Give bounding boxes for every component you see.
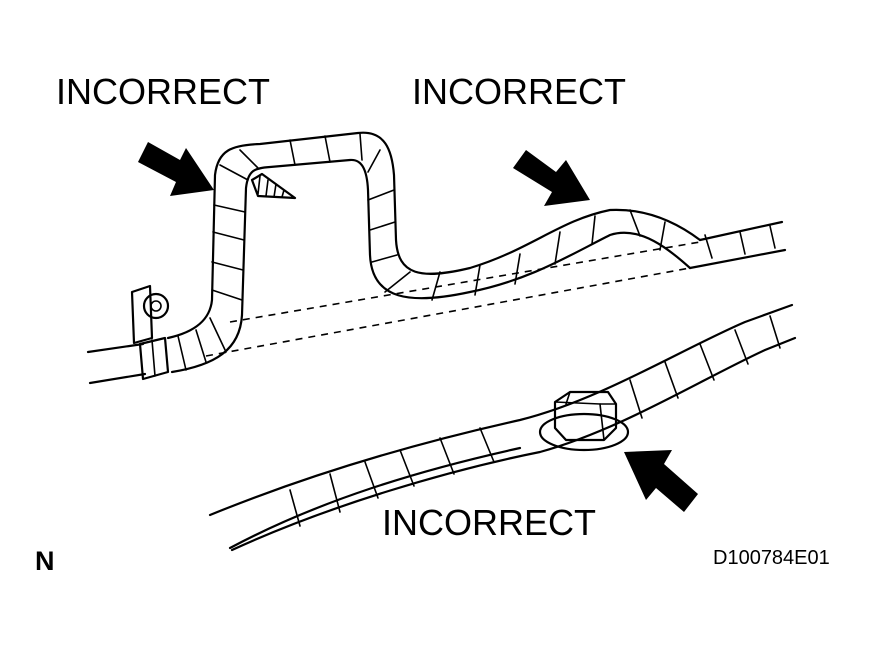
figure-code: D100784E01: [713, 547, 830, 569]
arrow-icon: [624, 450, 698, 512]
incorrect-label-top-left: INCORRECT: [56, 71, 270, 112]
arrow-icon: [513, 150, 590, 206]
orientation-marker: N: [35, 546, 55, 576]
screw-icon: [250, 172, 297, 200]
bolt-icon: [538, 390, 630, 452]
clamp-icon: [130, 284, 170, 381]
arrow-icon: [138, 142, 214, 196]
upper-panel: [86, 220, 787, 385]
incorrect-label-bottom: INCORRECT: [382, 502, 596, 543]
lower-harness: [208, 303, 797, 552]
looped-harness: [166, 131, 776, 374]
incorrect-label-top-right: INCORRECT: [412, 71, 626, 112]
